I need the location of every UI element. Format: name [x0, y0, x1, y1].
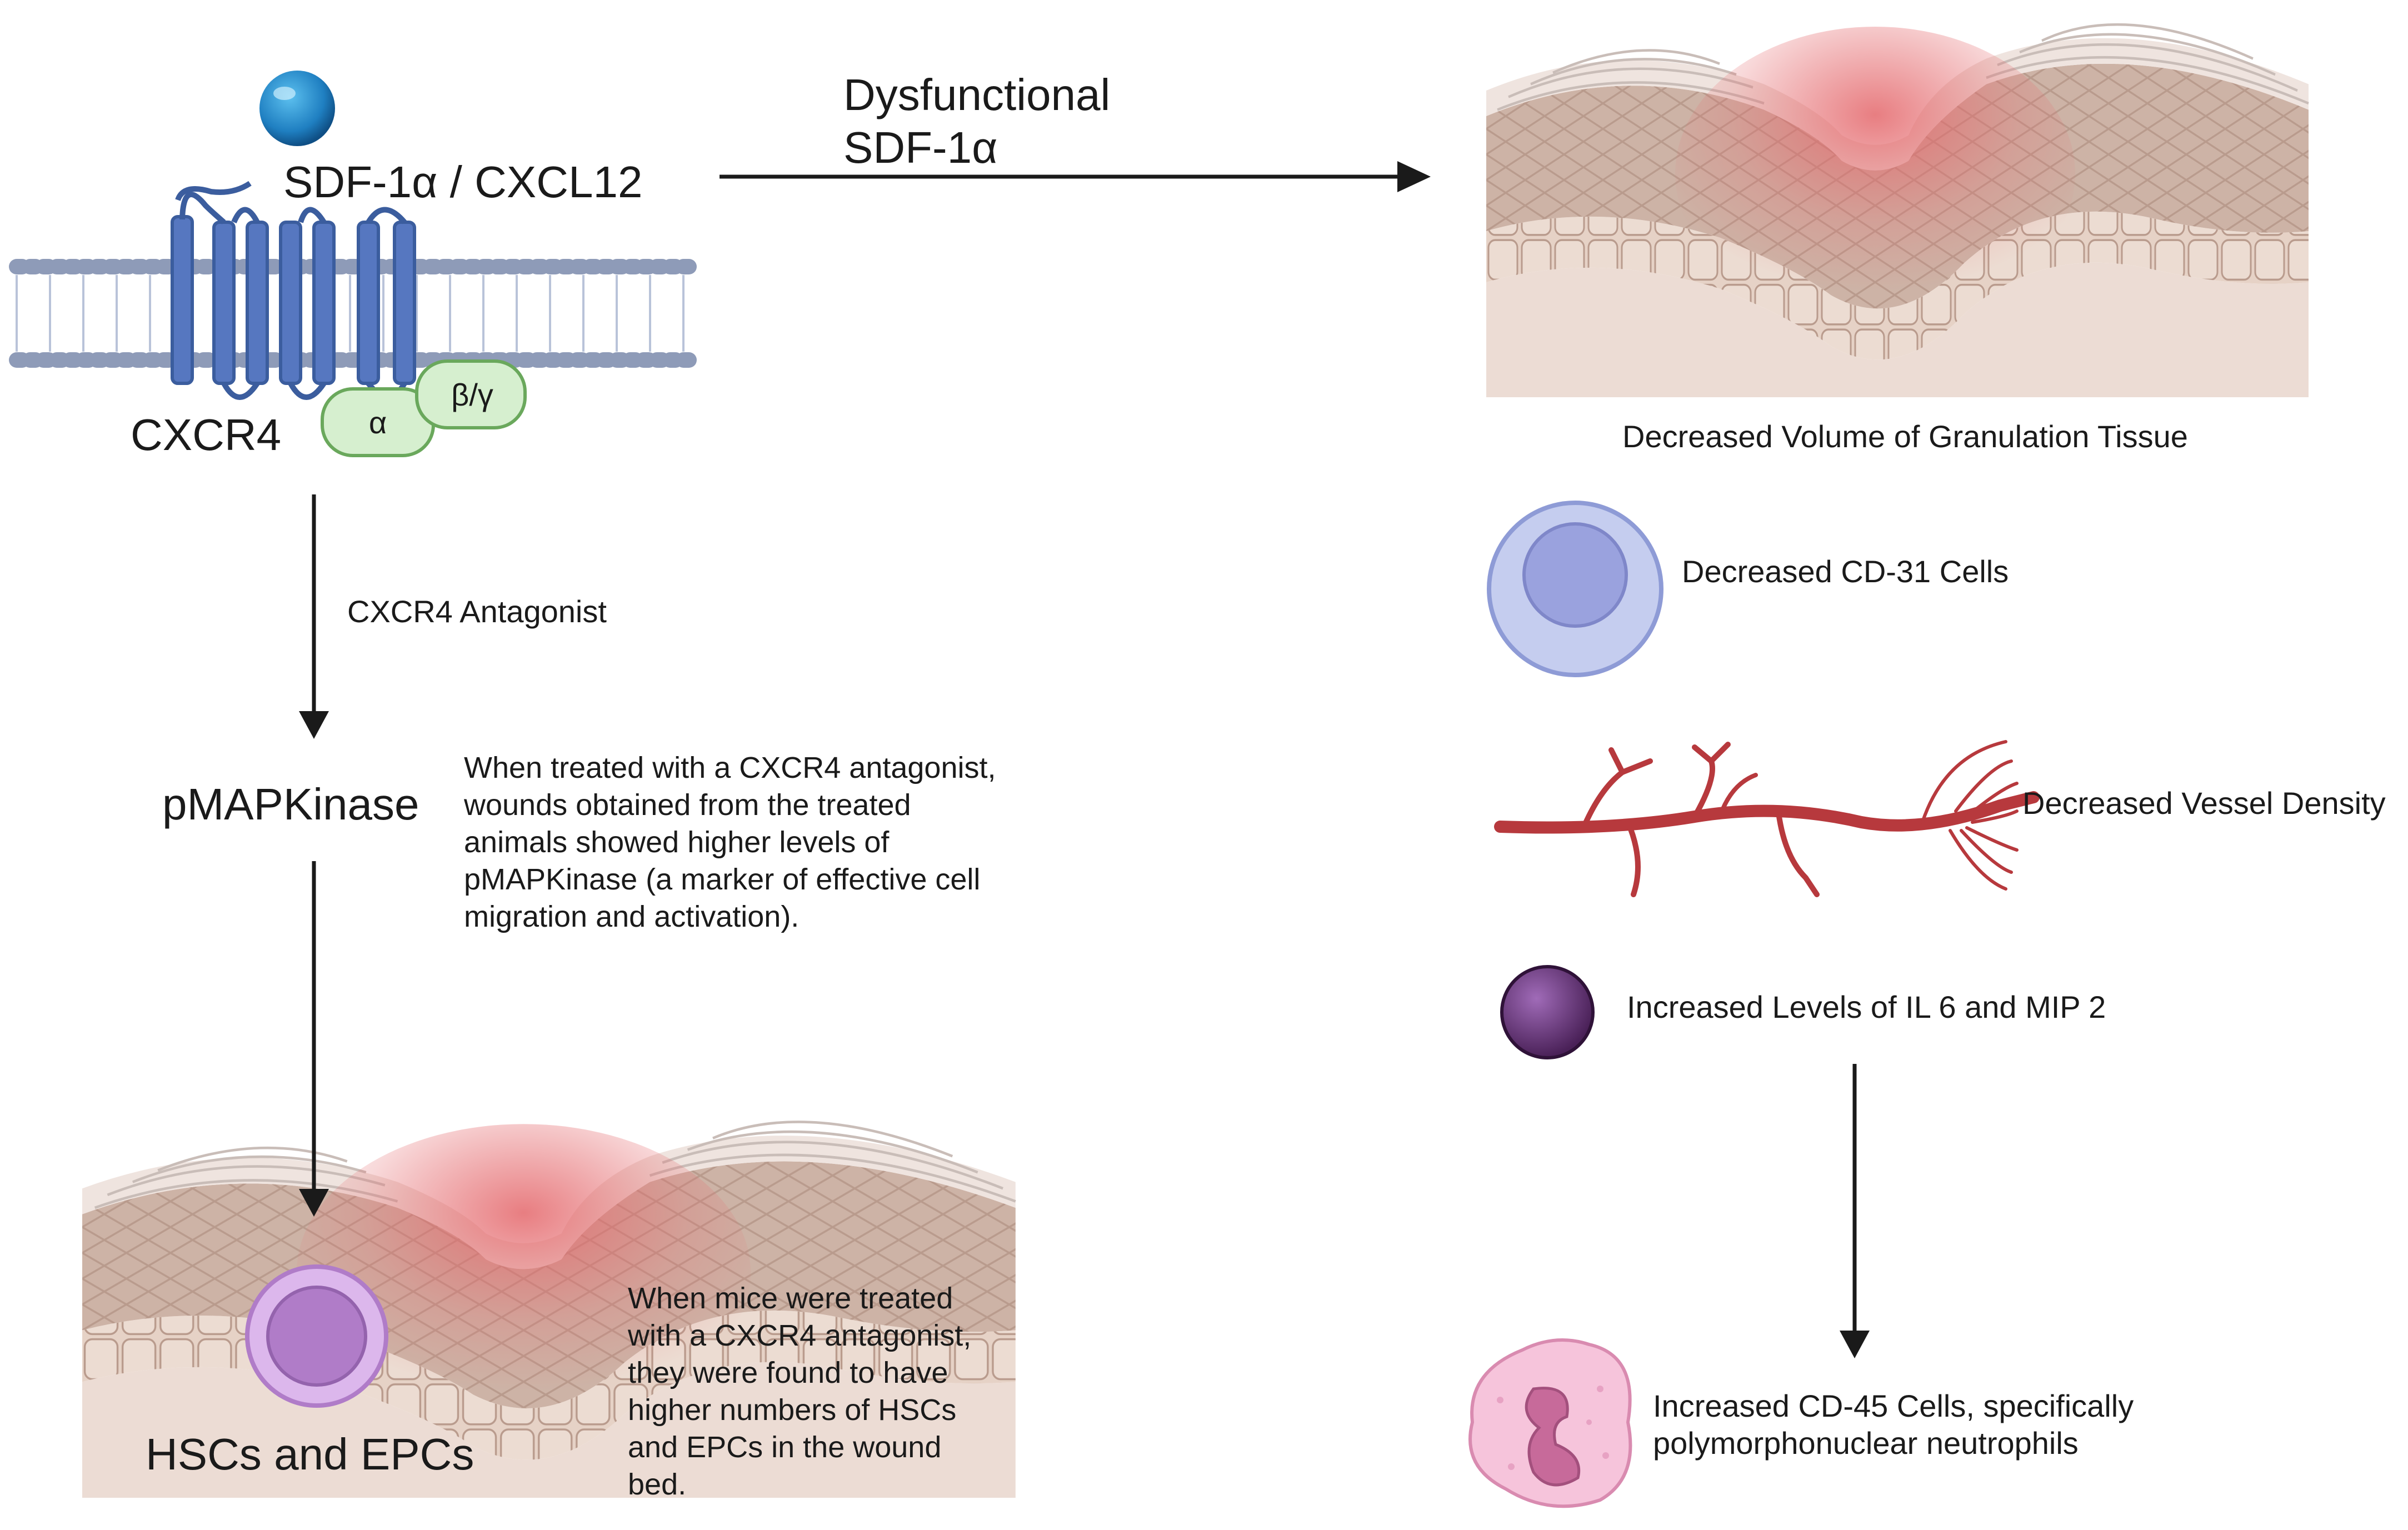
dysfunctional-label-line2: SDF-1α: [843, 123, 997, 172]
cd31-label: Decreased CD-31 Cells: [1682, 554, 2009, 589]
blood-vessel-icon: [1494, 740, 2040, 897]
arrow-antagonist: [299, 494, 329, 739]
ligand-sphere-icon: [259, 71, 335, 146]
pmap-description: When treated with a CXCR4 antagonist, wo…: [463, 751, 996, 933]
il6-label: Increased Levels of IL 6 and MIP 2: [1627, 989, 2106, 1024]
skin-wound-icon: [1486, 14, 2309, 397]
receptor-label: CXCR4: [131, 410, 281, 459]
arrow-to-hsc: [299, 861, 329, 1217]
pmap-desc-line: wounds obtained from the treated: [463, 788, 911, 822]
dysfunctional-label-line1: Dysfunctional: [843, 70, 1110, 119]
beta-gamma-label: β/γ: [451, 377, 493, 412]
il6-cell-icon: [1500, 965, 1595, 1059]
cd31-cell-icon: [1487, 501, 1663, 677]
ligand-label: SDF-1α / CXCL12: [283, 157, 642, 207]
hsc-label: HSCs and EPCs: [146, 1429, 474, 1479]
hsc-desc-line: higher numbers of HSCs: [628, 1393, 956, 1427]
hsc-description: When mice were treated with a CXCR4 anta…: [627, 1282, 971, 1501]
hsc-desc-line: When mice were treated: [628, 1282, 953, 1315]
cd45-label-line2: polymorphonuclear neutrophils: [1653, 1426, 2079, 1461]
hsc-desc-line: with a CXCR4 antagonist,: [627, 1319, 971, 1352]
g-protein-beta-gamma: β/γ: [415, 359, 527, 429]
hsc-desc-line: they were found to have: [628, 1356, 948, 1389]
gpcr-receptor-icon: [171, 181, 416, 400]
neutrophil-icon: [1468, 1338, 1632, 1508]
arrow-dysfunctional: [720, 161, 1431, 192]
hsc-cell-icon: [245, 1264, 388, 1408]
hsc-desc-line: and EPCs in the wound: [628, 1431, 941, 1464]
granulation-label: Decreased Volume of Granulation Tissue: [1622, 419, 2188, 454]
pmap-desc-line: migration and activation).: [464, 900, 799, 933]
vessel-label: Decreased Vessel Density: [2022, 786, 2386, 821]
hsc-desc-line: bed.: [628, 1468, 686, 1501]
pmap-desc-line: When treated with a CXCR4 antagonist,: [464, 751, 996, 784]
arrow-to-cd45: [1840, 1064, 1870, 1358]
alpha-label: α: [369, 405, 387, 440]
cd45-label-line1: Increased CD-45 Cells, specifically: [1653, 1388, 2134, 1423]
pmap-label: pMAPKinase: [162, 779, 419, 829]
pmap-desc-line: animals showed higher levels of: [464, 826, 890, 859]
antagonist-label: CXCR4 Antagonist: [347, 594, 607, 629]
pmap-desc-line: pMAPKinase (a marker of effective cell: [464, 863, 980, 896]
membrane: [9, 259, 702, 368]
